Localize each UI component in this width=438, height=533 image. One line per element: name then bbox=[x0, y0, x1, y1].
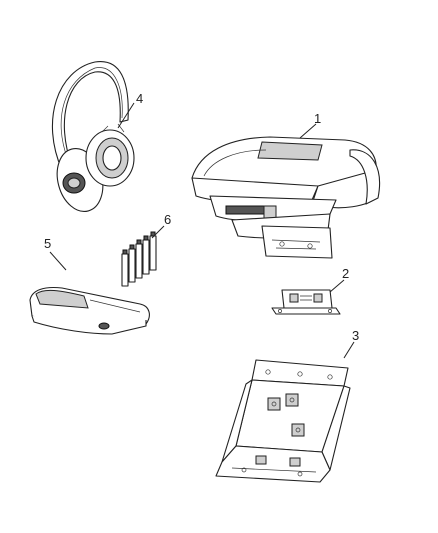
leader-4 bbox=[117, 102, 135, 129]
headphones-part bbox=[51, 61, 135, 212]
dvd-console-part bbox=[191, 136, 380, 259]
leader-3 bbox=[343, 341, 355, 359]
leader-6 bbox=[151, 225, 165, 239]
remote-control-part bbox=[29, 286, 150, 335]
callout-2: 2 bbox=[342, 266, 349, 281]
callout-1: 1 bbox=[314, 111, 321, 126]
callout-5: 5 bbox=[44, 236, 51, 251]
leader-1 bbox=[299, 123, 317, 139]
batteries-part bbox=[121, 231, 157, 287]
callout-6: 6 bbox=[164, 212, 171, 227]
callout-4: 4 bbox=[136, 91, 143, 106]
leader-2 bbox=[329, 279, 345, 293]
mounting-bracket-part bbox=[215, 359, 351, 483]
leader-5 bbox=[49, 251, 67, 271]
mounting-clip-part bbox=[271, 289, 341, 315]
callout-3: 3 bbox=[352, 328, 359, 343]
